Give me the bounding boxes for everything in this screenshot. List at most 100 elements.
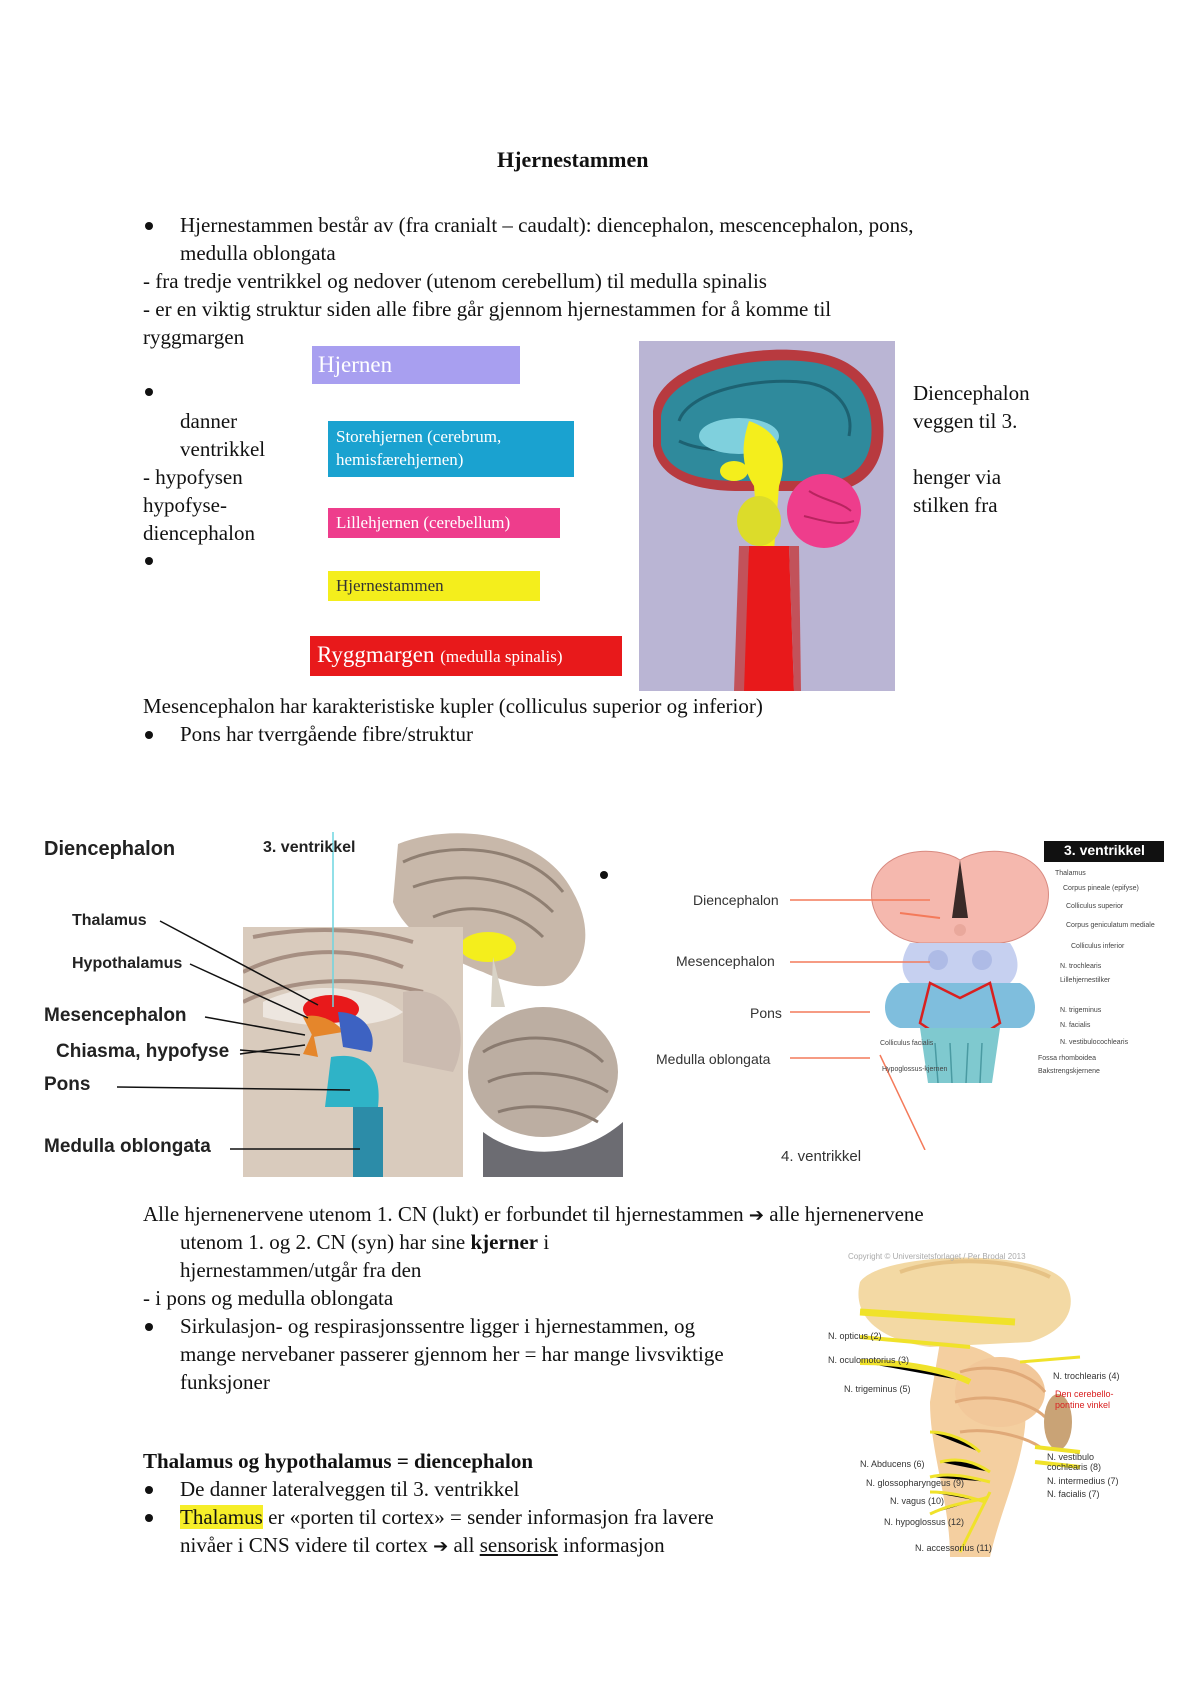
- fig4-red-note-2: pontine vinkel: [1055, 1400, 1111, 1410]
- sirk-line-2: mange nervebaner passerer gjennom her = …: [180, 1342, 724, 1366]
- fig3-small-11: Bakstrengskjernene: [1038, 1068, 1100, 1075]
- bullet: [145, 1514, 153, 1522]
- left-text-1: danner: [180, 409, 238, 433]
- fig3-mesencephalon: Mesencephalon: [676, 953, 775, 969]
- fig4-left-7: N. accessorius (11): [915, 1543, 992, 1553]
- sagittal-brain-figure: [639, 341, 895, 691]
- brain-section-figure: [243, 832, 623, 1177]
- fig3-small-8: N. facialis: [1060, 1022, 1091, 1029]
- legend-hjernestammen-label: Hjernestammen: [336, 576, 444, 595]
- legend-hjernen-label: Hjernen: [318, 352, 393, 377]
- thal-line-3-pre: nivåer i CNS videre til cortex: [180, 1533, 434, 1557]
- fig3-small-left-1: Hypoglossus-kjernen: [882, 1066, 948, 1073]
- legend-lillehjernen: Lillehjernen (cerebellum): [328, 508, 560, 538]
- fig3-small-3: Corpus geniculatum mediale: [1066, 922, 1155, 929]
- legend-ryggmargen-label: Ryggmargen (medulla spinalis): [317, 642, 563, 668]
- left-text-3: - hypofysen: [143, 465, 243, 489]
- bullet: [145, 557, 153, 565]
- fig4-left-6: N. hypoglossus (12): [884, 1517, 965, 1527]
- fig2-diencephalon: Diencephalon: [44, 838, 176, 860]
- fig2-chiasma: Chiasma, hypofyse: [56, 1041, 230, 1062]
- fig4-left-2: N. trigeminus (5): [844, 1384, 911, 1394]
- thal-line-3-mid: all: [448, 1533, 480, 1557]
- cn-line-1: Alle hjernenervene utenom 1. CN (lukt) e…: [143, 1200, 924, 1230]
- section-heading: Thalamus og hypothalamus = diencephalon: [143, 1449, 534, 1473]
- fig2-leader-lines: [116, 920, 360, 1150]
- left-text-5: diencephalon: [143, 521, 255, 545]
- fig3-small-7: N. trigeminus: [1060, 1007, 1102, 1014]
- right-text-2: veggen til 3.: [913, 409, 1018, 433]
- fig3-small-10: Fossa rhomboidea: [1038, 1055, 1096, 1062]
- legend-hjernestammen: Hjernestammen: [328, 571, 540, 601]
- fig3-small-0: Thalamus: [1055, 870, 1086, 877]
- bullet: [145, 388, 153, 396]
- arrow-icon: ➔: [433, 1536, 449, 1557]
- fig2-pons: Pons: [44, 1074, 91, 1095]
- fig3-pons: Pons: [750, 1005, 782, 1021]
- fig2-mesencephalon: Mesencephalon: [44, 1005, 187, 1026]
- legend-storehjernen-label-2: hemisfærehjernen): [336, 450, 464, 469]
- cranial-nerves-figure: [858, 1257, 1081, 1557]
- legend-storehjernen-label-1: Storehjernen (cerebrum,: [336, 427, 502, 446]
- legend-lillehjernen-label: Lillehjernen (cerebellum): [336, 513, 511, 532]
- fig3-small-9: N. vestibulocochlearis: [1060, 1039, 1129, 1046]
- fig2-3-ventrikkel: 3. ventrikkel: [263, 839, 356, 856]
- fig4-left-0: N. opticus (2): [828, 1331, 882, 1341]
- bullet: [145, 222, 153, 230]
- intro-bullet-1: Hjernestammen består av (fra cranialt – …: [180, 213, 914, 237]
- intro-bullet-1-cont: medulla oblongata: [180, 241, 336, 265]
- fig4-copyright: Copyright © Universitetsforlaget / Per B…: [848, 1252, 1026, 1261]
- page-title: Hjernestammen: [497, 147, 649, 172]
- intro-dash-2: - er en viktig struktur siden alle fibre…: [143, 297, 832, 321]
- cn-line-2-post: i: [538, 1230, 550, 1254]
- cn-line-4: - i pons og medulla oblongata: [143, 1286, 394, 1310]
- fig3-3-ventrikkel-bar: [1044, 841, 1164, 862]
- thal-line-3: nivåer i CNS videre til cortex ➔ all sen…: [180, 1531, 665, 1561]
- fig3-small-left-0: Colliculus facialis: [880, 1040, 934, 1047]
- mesencephalon-line: Mesencephalon har karakteristiske kupler…: [143, 694, 763, 718]
- thal-line-3-post: informasjon: [557, 1533, 665, 1557]
- cn-line-1-end: alle hjernenervene: [764, 1202, 924, 1226]
- thal-line-2: Thalamus er «porten til cortex» = sender…: [180, 1503, 714, 1531]
- cn-line-2-bold: kjerner: [470, 1230, 539, 1254]
- fig3-small-4: Colliculus inferior: [1071, 943, 1125, 950]
- fig3-small-1: Corpus pineale (epifyse): [1063, 885, 1139, 892]
- fig4-left-5: N. vagus (10): [890, 1496, 945, 1506]
- fig3-small-5: N. trochlearis: [1060, 963, 1102, 970]
- fig3-medulla: Medulla oblongata: [656, 1051, 771, 1067]
- cn-line-3: hjernestammen/utgår fra den: [180, 1258, 422, 1282]
- thal-line-2-rest: er «porten til cortex» = sender informas…: [262, 1505, 714, 1529]
- cn-line-2-pre: utenom 1. og 2. CN (syn) har sine: [180, 1230, 471, 1254]
- legend-storehjernen: Storehjernen (cerebrum, hemisfærehjernen…: [328, 421, 574, 477]
- left-text-2: ventrikkel: [180, 437, 266, 461]
- intro-dash-1: - fra tredje ventrikkel og nedover (uten…: [143, 269, 767, 293]
- fig3-small-2: Colliculus superior: [1066, 903, 1124, 910]
- fig2-medulla: Medulla oblongata: [44, 1136, 211, 1157]
- fig3-diencephalon: Diencephalon: [693, 892, 779, 908]
- fig4-right-1: N. vestibulo cochlearis (8): [1047, 1452, 1102, 1472]
- right-text-4: stilken fra: [913, 493, 998, 517]
- fig3-3-ventrikkel: 3. ventrikkel: [1064, 842, 1145, 858]
- arrow-icon: ➔: [748, 1205, 764, 1226]
- legend-hjernen: Hjernen: [312, 346, 520, 384]
- left-text-4: hypofyse-: [143, 493, 227, 517]
- sensorisk-underlined: sensorisk: [479, 1533, 558, 1557]
- legend-ryggmargen: Ryggmargen (medulla spinalis): [310, 636, 622, 676]
- brainstem-dorsal-figure: [871, 850, 1049, 1084]
- legend-ryggmargen-sub: (medulla spinalis): [440, 647, 563, 666]
- bullet: [600, 871, 608, 879]
- fig4-right-2: N. intermedius (7): [1047, 1476, 1119, 1486]
- fig4-right-0: N. trochlearis (4): [1053, 1371, 1120, 1381]
- fig4-right-3: N. facialis (7): [1047, 1489, 1100, 1499]
- legend-ryggmargen-main: Ryggmargen: [317, 642, 435, 667]
- fig3-4-ventrikkel: 4. ventrikkel: [781, 1148, 862, 1165]
- thalamus-highlight: Thalamus: [180, 1505, 263, 1529]
- fig3-small-6: Lillehjernestilker: [1060, 977, 1111, 984]
- thal-line-1: De danner lateralveggen til 3. ventrikke…: [180, 1477, 520, 1501]
- fig4-red-note-1: Den cerebello-: [1055, 1389, 1114, 1399]
- intro-dash-2-cont: ryggmargen: [143, 325, 245, 349]
- right-text-1: Diencephalon: [913, 381, 1030, 405]
- bullet: [145, 1323, 153, 1331]
- bullet: [145, 731, 153, 739]
- fig2-hypothalamus: Hypothalamus: [72, 955, 183, 972]
